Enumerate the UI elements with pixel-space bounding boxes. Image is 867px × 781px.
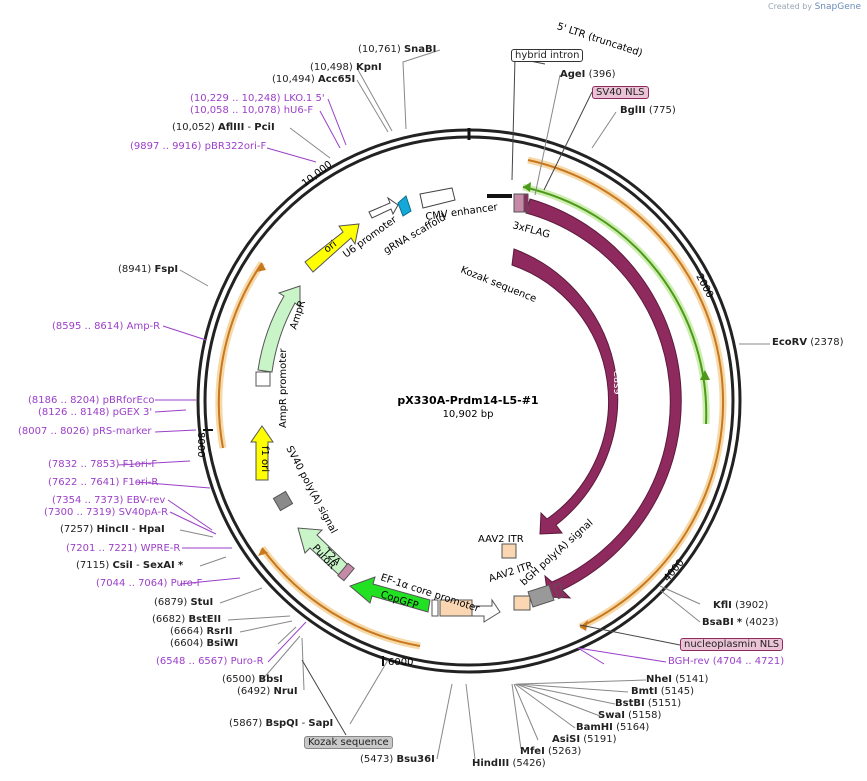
primer-leader-lines: [117, 98, 667, 665]
cas9-inner-label: Cas9: [611, 370, 622, 395]
snapgene-brand: SnapGene: [814, 2, 861, 12]
nucleoplasmin-nls-box: [553, 582, 565, 600]
flag-label: 3xFLAG: [511, 220, 551, 241]
orange-arc-bottom-arrow: [258, 548, 268, 556]
leader-lines: [179, 49, 770, 760]
orange-arc-bottom: [261, 547, 421, 647]
aav2-itr-label-1: AAV2 ITR: [478, 534, 524, 545]
tick-6000: 6000: [388, 657, 413, 668]
puror-arrow: [297, 527, 348, 577]
ampr-promoter-label: AmpR promoter: [278, 348, 289, 428]
cas9-outer-arrow: [525, 198, 682, 599]
aav2-itr-box-2: [513, 595, 531, 611]
f1-ori-label: f1 ori: [259, 446, 270, 472]
snapgene-credit: Created by SnapGene: [768, 2, 861, 12]
t2a-box: [337, 562, 355, 582]
orange-arc-left: [217, 262, 263, 449]
f1-ori-arrow: [250, 425, 274, 481]
tick-8000: 8000: [195, 432, 206, 457]
orange-arc-right: [527, 159, 725, 628]
cas9-inner-arrow: [511, 248, 619, 535]
green-arc-arrow-2: [700, 370, 710, 380]
credit-prefix: Created by: [768, 2, 813, 11]
aav2-itr-box-1: [501, 543, 517, 559]
ampr-arrow: [257, 285, 301, 373]
u6-promoter-arrow: [368, 196, 399, 219]
sv40-polya-label: SV40 poly(A) signal: [283, 444, 339, 535]
ampr-promoter-box: [255, 371, 271, 387]
grna-scaffold-box: [397, 195, 412, 217]
green-arc-arrow: [523, 182, 531, 192]
ltr-box: [431, 599, 439, 617]
flag-box: [513, 193, 525, 213]
ori-arrow: [304, 223, 360, 273]
cmv-enhancer-arrow: [419, 187, 456, 209]
bgh-polya-box: [527, 584, 555, 608]
orange-arc-left-halo: [215, 261, 265, 449]
copgfp-arrow: [349, 576, 431, 613]
ltr-label: 5' LTR (truncated): [555, 21, 643, 59]
orange-arc-left-arrow: [256, 263, 266, 272]
plasmid-name: pX330A-Prdm14-L5-#1: [397, 394, 538, 407]
cas9-outer-label: Cas9: [681, 380, 692, 405]
plasmid-size: 10,902 bp: [443, 409, 494, 420]
ef1a-arrow: [471, 598, 501, 623]
sv40-polya-box: [272, 490, 294, 512]
sv40-nls-box: [523, 193, 529, 213]
box-leader-lines: [301, 57, 681, 736]
